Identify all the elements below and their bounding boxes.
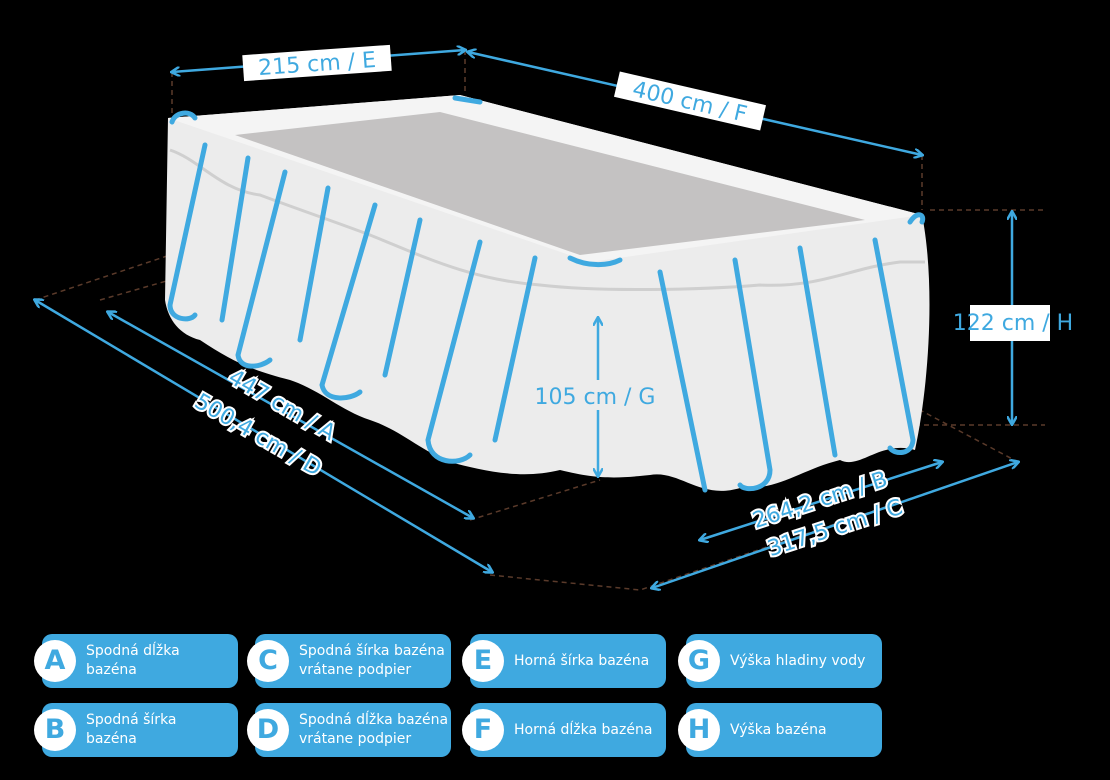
- legend-item-h: H Výška bazéna: [678, 703, 882, 757]
- legend-text: Výška hladiny vody: [730, 652, 866, 669]
- letter-badge: G: [678, 640, 720, 682]
- letter-badge: E: [462, 640, 504, 682]
- legend-item-d: D Spodná dĺžka bazéna vrátane podpier: [247, 703, 451, 757]
- legend-text: Spodná šírka bazéna: [86, 712, 177, 747]
- legend-item-g: G Výška hladiny vody: [678, 634, 882, 688]
- letter-badge: F: [462, 709, 504, 751]
- legend-text: Spodná šírka bazéna vrátane podpier: [299, 643, 445, 678]
- legend-item-b: B Spodná šírka bazéna: [34, 703, 238, 757]
- arrow-d: [35, 300, 492, 572]
- pool-illustration: 215 cm / E 400 cm / F 122 cm / H 105 cm …: [0, 0, 1073, 620]
- water-surface: [235, 112, 865, 255]
- letter-badge: B: [34, 709, 76, 751]
- letter-badge: D: [247, 709, 289, 751]
- letter-badge: H: [678, 709, 720, 751]
- arrow-c: [652, 462, 1018, 588]
- legend-item-e: E Horná šírka bazéna: [462, 634, 666, 688]
- letter-badge: A: [34, 640, 76, 682]
- legend-text: Spodná dĺžka bazéna vrátane podpier: [299, 712, 449, 747]
- legend-item-c: C Spodná šírka bazéna vrátane podpier: [247, 634, 451, 688]
- label-g: 105 cm / G: [535, 385, 656, 410]
- label-f: 400 cm / F: [630, 77, 749, 128]
- legend-text: Výška bazéna: [730, 721, 827, 738]
- legend-text: Horná šírka bazéna: [514, 652, 650, 669]
- water-line: [169, 148, 925, 292]
- legend-text: Horná dĺžka bazéna: [514, 721, 653, 738]
- letter-badge: C: [247, 640, 289, 682]
- label-h: 122 cm / H: [953, 311, 1073, 336]
- legend-item-f: F Horná dĺžka bazéna: [462, 703, 666, 757]
- legend-item-a: A Spodná dĺžka bazéna: [34, 634, 238, 688]
- legend-text: Spodná dĺžka bazéna: [86, 643, 180, 678]
